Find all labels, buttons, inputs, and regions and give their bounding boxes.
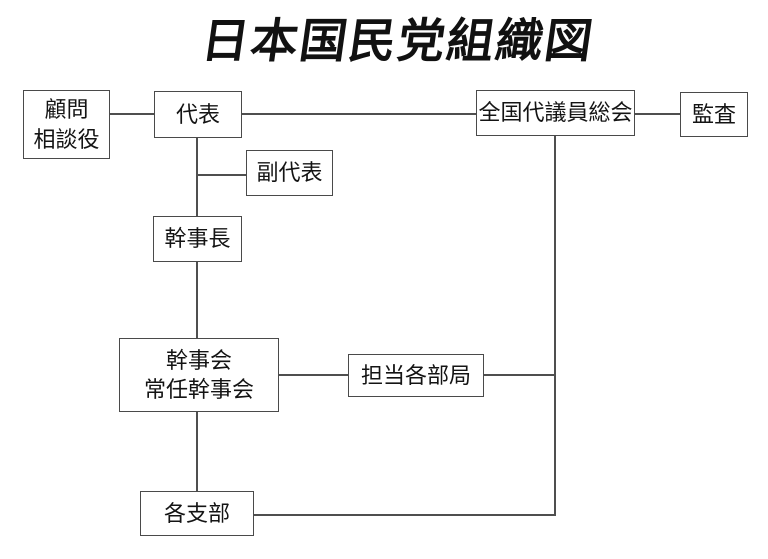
node-advisor-line2: 相談役 [33, 126, 100, 152]
node-deputy-label: 副代表 [256, 160, 323, 186]
node-departments-label: 担当各部局 [360, 362, 471, 388]
connector-board-departments [279, 374, 348, 376]
connector-secretary-board [196, 262, 198, 338]
node-national-delegates-assembly: 全国代議員総会 [476, 90, 635, 136]
node-board-line2: 常任幹事会 [143, 377, 254, 402]
node-executive-board: 幹事会 常任幹事会 [119, 338, 279, 412]
connector-representative-assembly [242, 113, 476, 115]
chart-title-text: 日本国民党組織図 [198, 14, 598, 67]
node-advisor-counselor: 顧問 相談役 [23, 90, 110, 159]
node-assembly-label: 全国代議員総会 [478, 100, 633, 126]
node-representative-label: 代表 [175, 101, 220, 127]
node-representative: 代表 [154, 91, 242, 138]
connector-assembly-audit [635, 113, 680, 115]
connector-representative-secretary [196, 138, 198, 216]
connector-departments-assemblyline [484, 374, 555, 376]
node-secretary-general: 幹事長 [153, 216, 242, 262]
chart-title: 日本国民党組織図 [0, 14, 768, 68]
connector-branches-assemblyline [254, 514, 556, 516]
node-secgen-label: 幹事長 [164, 226, 231, 252]
connector-assembly-vertical [554, 136, 556, 516]
node-deputy-representative: 副代表 [246, 150, 333, 196]
connector-branch-deputy [196, 174, 246, 176]
node-audit-label: 監査 [691, 101, 736, 127]
node-advisor-line1: 顧問 [44, 97, 89, 123]
connector-board-branches [196, 412, 198, 491]
node-audit: 監査 [680, 92, 748, 137]
node-branches: 各支部 [140, 491, 254, 536]
node-departments: 担当各部局 [348, 354, 484, 397]
node-branches-label: 各支部 [163, 500, 230, 526]
connector-advisor-representative [110, 113, 154, 115]
node-board-line1: 幹事会 [165, 347, 232, 373]
